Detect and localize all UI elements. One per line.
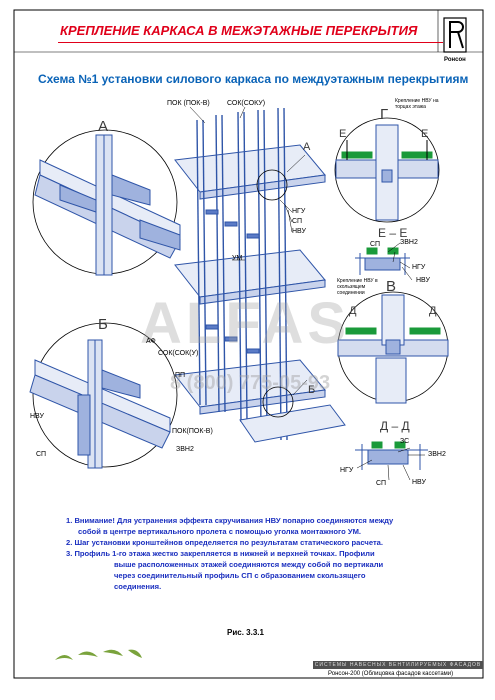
cut-e-left: Е <box>339 128 347 140</box>
detail-g-circle <box>334 117 440 223</box>
label-sp-dd: СП <box>376 480 387 487</box>
label-nvu-ee: НВУ <box>416 277 430 284</box>
detail-circle-a <box>256 169 288 201</box>
label-sp-b: СП <box>36 451 47 458</box>
label-sp-ee: СП <box>370 241 381 248</box>
view-g-label: Г <box>380 106 389 123</box>
notes-block: 1. Внимание! Для устранения эффекта скру… <box>66 515 456 592</box>
note-line: собой в центре вертикального пролета с п… <box>78 527 361 536</box>
label-ngu-dd: НГУ <box>340 467 354 474</box>
marker-b: Б <box>308 384 316 396</box>
label-sp: СП <box>292 218 303 225</box>
label-ngu-ee: НГУ <box>412 264 426 271</box>
view-v-label: В <box>386 278 397 295</box>
logo-text: Ронсон <box>444 57 466 63</box>
detail-b-drawing <box>29 339 171 469</box>
label-nvu-dd: НВУ <box>412 479 426 486</box>
note-g: Крепление НВУ на торцах этажа <box>395 98 439 110</box>
label-nvu-b: НВУ <box>30 413 44 420</box>
detail-b-circle <box>32 322 178 468</box>
view-a-label: А <box>98 118 109 135</box>
cut-d-left: Д <box>349 305 357 317</box>
label-zvn2-ee: ЗВН2 <box>400 239 418 246</box>
scheme-title: Схема №1 установки силового каркаса по м… <box>38 72 469 86</box>
cut-d-right: Д <box>429 305 437 317</box>
section-dd-title: Д – Д <box>380 419 410 433</box>
footer-bar: СИСТЕМЫ НАВЕСНЫХ ВЕНТИЛИРУЕМЫХ ФАСАДОВ <box>313 661 483 669</box>
watermark-brand: ALFAS <box>140 291 351 356</box>
watermark-phone: 8 (800) 775-05-93 <box>170 372 331 394</box>
detail-a-drawing <box>34 134 181 276</box>
label-zs: ЗС <box>400 438 410 445</box>
note-v: Крепление НВУ в скользящем соединении <box>337 278 378 296</box>
note-line: 3. Профиль 1-го этажа жестко закрепляетс… <box>66 549 375 558</box>
label-pok-b: ПОК(ПОК-В) <box>172 428 213 435</box>
label-zvn2-b: ЗВН2 <box>176 446 194 453</box>
figure-caption: Рис. 3.3.1 <box>227 628 264 637</box>
sheet-border <box>13 9 484 679</box>
detail-circle-b <box>262 386 294 418</box>
marker-a: А <box>303 141 311 153</box>
cut-e-right: Е <box>421 128 429 140</box>
main-frame-isometric <box>174 107 346 443</box>
detail-g-drawing <box>335 124 439 221</box>
label-zvn2-dd: ЗВН2 <box>428 451 446 458</box>
label-pp: ПП <box>175 372 186 379</box>
footer-icons <box>55 649 142 660</box>
note-line: 1. Внимание! Для устранения эффекта скру… <box>66 516 394 525</box>
section-dd <box>355 441 428 470</box>
note-line: 2. Шаг установки кронштейнов определяетс… <box>66 538 384 547</box>
label-um: УМ <box>232 255 243 262</box>
note-line: соединения. <box>114 582 162 591</box>
view-b-label: Б <box>98 316 108 333</box>
label-sok-b: СОК(СОК(У) <box>158 350 199 357</box>
note-line: выше расположенных этажей соединяются ме… <box>114 560 384 569</box>
label-pok-top: ПОК (ПОК-В) <box>167 100 210 107</box>
ronson-logo <box>443 17 467 53</box>
note-line: через соединительный профиль СП с образо… <box>114 571 366 580</box>
section-ee-title: Е – Е <box>378 226 408 240</box>
detail-v-drawing <box>337 294 449 404</box>
title-underline <box>58 42 443 43</box>
label-ngu: НГУ <box>292 208 306 215</box>
footer-text: Ронсон-200 (Облицовка фасадов кассетами) <box>328 671 454 677</box>
label-nvu: НВУ <box>292 228 306 235</box>
section-ee <box>355 247 410 275</box>
label-sok-top: СОК(СОКУ) <box>227 100 266 107</box>
label-af: АФ <box>146 338 156 345</box>
page-title: КРЕПЛЕНИЕ КАРКАСА В МЕЖЭТАЖНЫЕ ПЕРЕКРЫТИ… <box>60 23 418 38</box>
